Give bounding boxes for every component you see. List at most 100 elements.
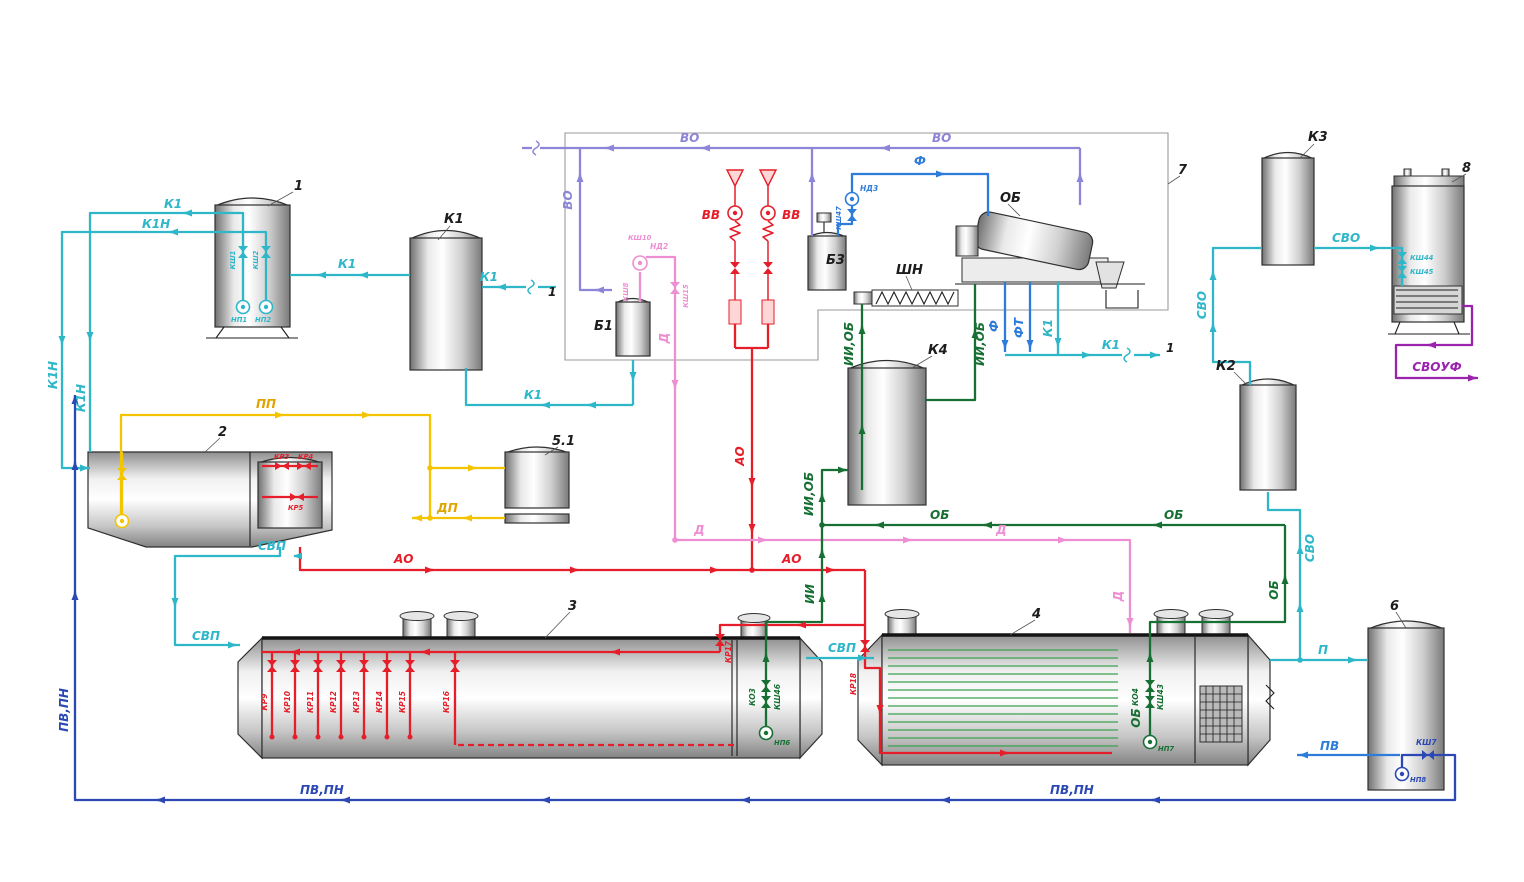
label-ao-2: АО <box>781 552 802 566</box>
tag-ksh1: КШ1 <box>229 251 237 270</box>
tag-kr14: КР14 <box>375 691 384 713</box>
label-ao-1: АО <box>393 552 414 566</box>
label-svp-1: СВП <box>258 539 286 553</box>
valve-ko3 <box>761 680 771 692</box>
tag-kr16: КР16 <box>442 691 451 713</box>
label-svouf: СВОУФ <box>1412 360 1461 374</box>
pv-pn-piping <box>73 395 1457 802</box>
manhole <box>399 611 771 639</box>
tag-kr5: КР5 <box>288 504 304 512</box>
label-vo-3: ВО <box>561 190 575 209</box>
label-ii-ob-2: ИИ,ОБ <box>842 322 856 366</box>
tag-np6: НП6 <box>774 739 790 747</box>
label-svo-2: СВО <box>1195 291 1209 319</box>
label-tag1-right: 1 <box>1166 341 1174 355</box>
mixer-motor <box>816 212 832 223</box>
equip-8: 8 <box>1462 161 1471 176</box>
valve-pp <box>117 468 127 480</box>
label-ob-3: ОБ <box>1267 580 1281 599</box>
label-pv-pn-1: ПВ,ПН <box>300 783 344 797</box>
label-dp: ДП <box>436 501 458 515</box>
label-svp-3: СВП <box>828 641 856 655</box>
tag-ko4: КО4 <box>1131 688 1140 706</box>
label-d-1: Д <box>693 523 705 537</box>
equip-51: 5.1 <box>552 434 575 449</box>
valve-ksh46 <box>761 696 771 708</box>
tag-kr17: КР17 <box>724 640 733 663</box>
pump-nd3 <box>844 191 860 207</box>
tag-ksh10: КШ10 <box>628 234 652 242</box>
valve-ksh7 <box>1422 750 1434 760</box>
equip-k3: К3 <box>1308 130 1328 145</box>
pump-np8 <box>1394 766 1410 782</box>
label-ob-1: ОБ <box>930 508 949 522</box>
equip-3: 3 <box>568 599 577 614</box>
flow-arrows-cyan <box>58 209 1379 664</box>
equip-nd2: НД2 <box>650 242 668 251</box>
equip-b1: Б1 <box>594 319 613 334</box>
valves <box>117 209 1434 760</box>
ob-piping <box>764 284 1287 735</box>
tag-kr18: КР18 <box>849 673 858 695</box>
valve-kr12 <box>336 660 346 672</box>
label-d-2: Д <box>995 523 1007 537</box>
label-vo-1: ВО <box>680 131 699 145</box>
label-ii-ob-1: ИИ,ОБ <box>802 472 816 516</box>
equip-ob: ОБ <box>1000 191 1021 206</box>
tag-kr4: КР4 <box>298 453 314 461</box>
tag-kr12: КР12 <box>329 691 338 713</box>
label-pp: ПП <box>256 397 276 411</box>
label-f: Ф <box>914 154 926 168</box>
label-f-drop: Ф <box>987 320 1001 332</box>
tag-ksh46: КШ46 <box>773 684 782 710</box>
tag-np1: НП1 <box>231 316 247 324</box>
valve-kr10 <box>290 660 300 672</box>
valve-kr5 <box>290 493 304 501</box>
label-k1n-riser2: К1Н <box>74 384 88 412</box>
label-k1n: К1Н <box>142 217 170 231</box>
flow-arrows-green <box>762 325 1289 662</box>
uv-lamp-block <box>1393 285 1463 315</box>
tank-1-receiving <box>206 197 298 339</box>
screw-conveyor-shn <box>853 289 959 307</box>
manhole <box>884 609 1234 636</box>
vv-assembly <box>725 169 778 325</box>
tank-b1 <box>615 297 651 357</box>
cake-container <box>1105 290 1139 309</box>
pump-np7 <box>1142 734 1158 750</box>
label-svp-2: СВП <box>192 629 220 643</box>
label-p: П <box>1318 643 1328 657</box>
tank-k2 <box>1239 378 1297 491</box>
label-pv: ПВ <box>1320 739 1339 753</box>
tank-4-horizontal <box>857 609 1275 767</box>
label-ao-riser: АО <box>733 446 747 467</box>
valve-kr9 <box>267 660 277 672</box>
tag-ksh45: КШ45 <box>1410 268 1434 276</box>
tag-np8: НП8 <box>1410 776 1426 784</box>
flow-arrows-navy <box>71 395 1160 804</box>
tank-8-uv-unit <box>1388 168 1470 335</box>
valve-ksh2 <box>261 246 271 258</box>
equip-2: 2 <box>218 425 227 440</box>
equip-6: 6 <box>1390 599 1399 614</box>
flow-arrows-blue <box>936 170 1308 759</box>
centrifuge-ob <box>955 211 1145 309</box>
tank-3-horizontal <box>237 611 823 760</box>
label-k1-drain: К1 <box>524 388 542 402</box>
equip-k4: К4 <box>928 343 948 358</box>
valve-kr3 <box>275 462 289 470</box>
pump-np6 <box>758 725 774 741</box>
valve-ko4 <box>1145 680 1155 692</box>
label-ii: ИИ <box>803 584 817 604</box>
tag-kr13: КР13 <box>352 691 361 713</box>
equip-shn: ШН <box>896 263 923 278</box>
tag-ksh44: КШ44 <box>1410 254 1434 262</box>
label-ii-ob-3: ИИ,ОБ <box>973 322 987 366</box>
tag-kr10: КР10 <box>283 691 292 713</box>
label-ob-4: ОБ <box>1129 708 1143 727</box>
leader-lines <box>204 143 1467 639</box>
equip-7: 7 <box>1178 163 1188 178</box>
equip-k2: К2 <box>1216 359 1236 374</box>
tag-ko3: КО3 <box>748 688 757 706</box>
